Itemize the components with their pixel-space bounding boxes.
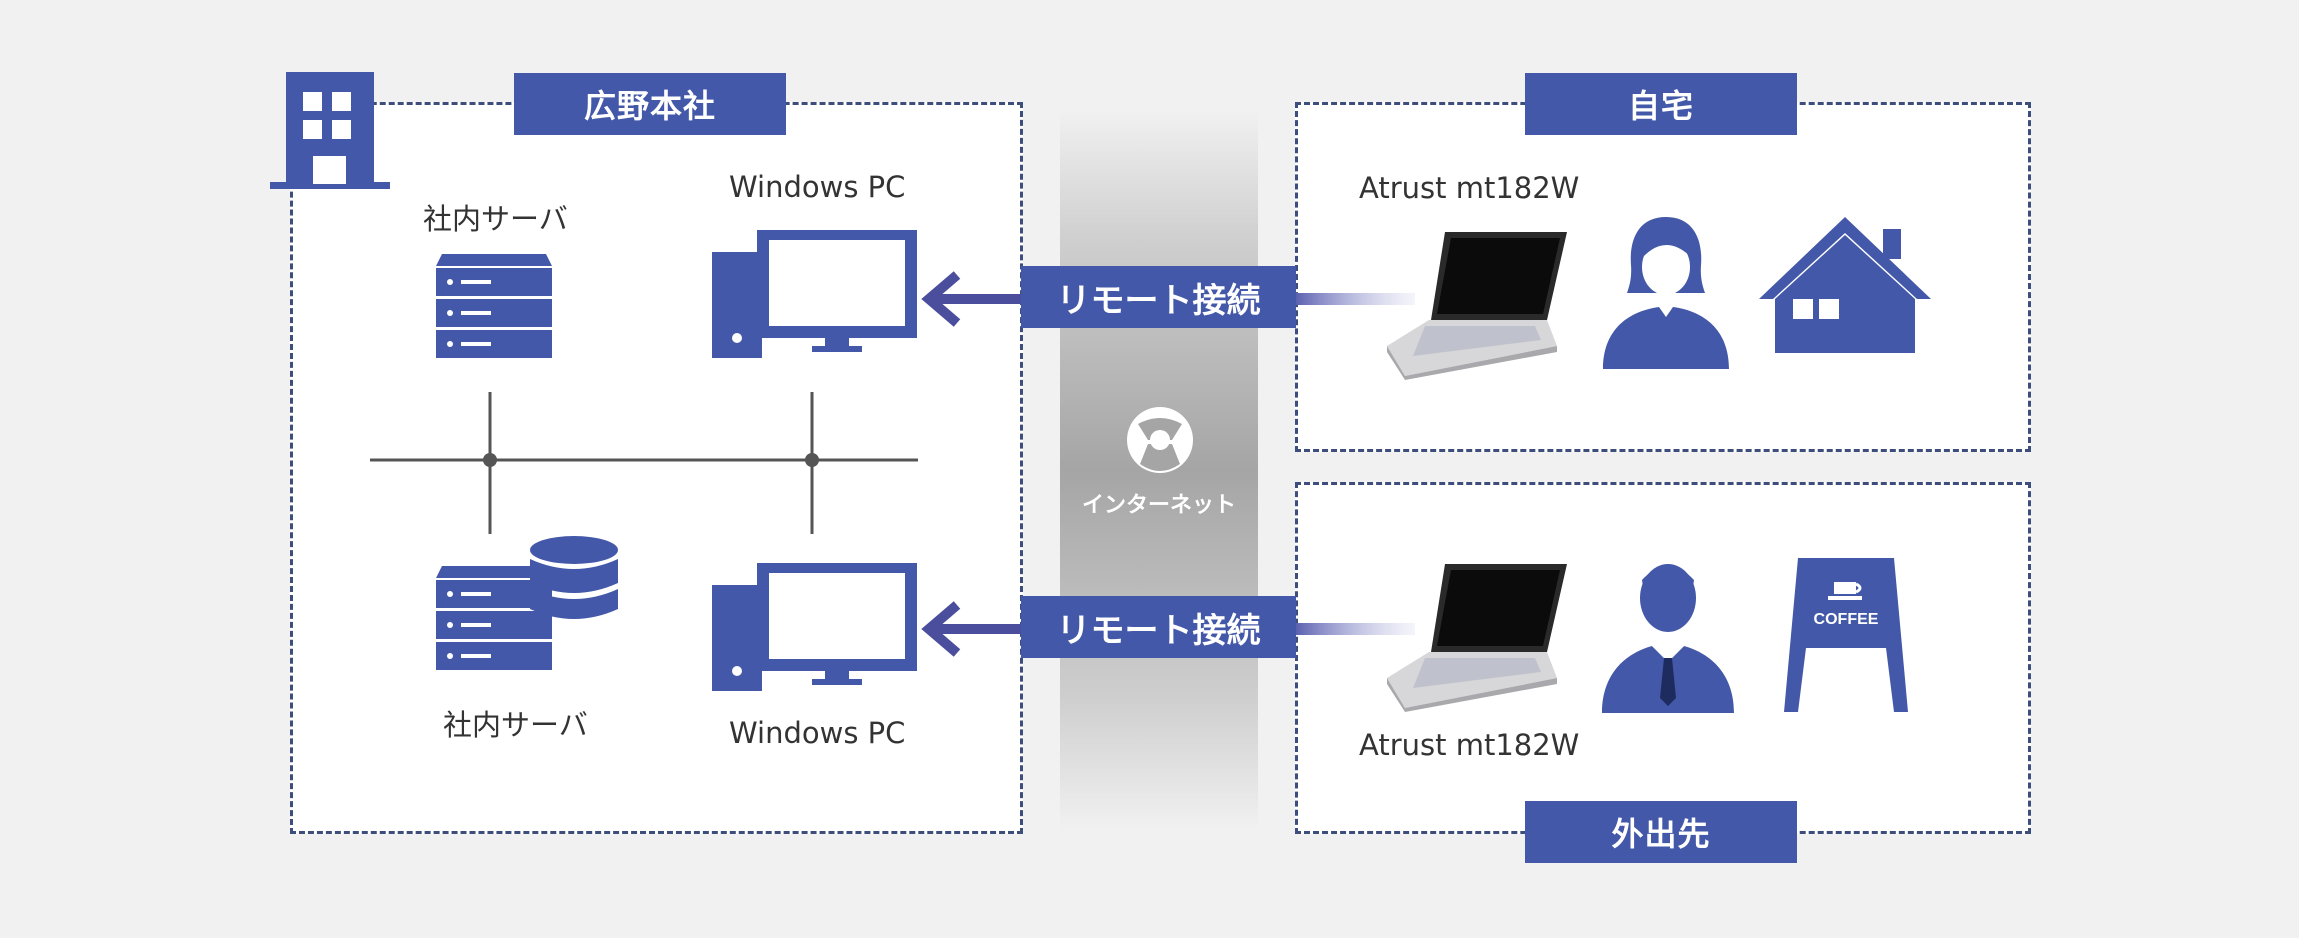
internet-label: インターネット: [1082, 493, 1237, 518]
globe-icon: [1127, 407, 1193, 473]
woman-icon: [1603, 217, 1729, 369]
outside-device-label: Atrust mt182W: [1359, 728, 1580, 762]
hq-title: 広野本社: [514, 73, 786, 135]
hq-panel: [290, 102, 1023, 834]
pc-top-label: Windows PC: [729, 170, 906, 204]
coffee-sign-icon: COFFEE: [1784, 558, 1908, 712]
pc-bottom-label: Windows PC: [729, 716, 906, 750]
server-icon: [436, 254, 552, 358]
desktop-pc-icon-bottom: [712, 563, 917, 691]
server-top-label: 社内サーバ: [423, 202, 568, 236]
desktop-pc-icon: [712, 230, 917, 358]
remote-arrow-top: [921, 271, 1415, 327]
outside-title: 外出先: [1525, 801, 1797, 863]
remote-connection-bottom: リモート接続: [1021, 596, 1296, 658]
house-icon: [1759, 217, 1931, 353]
remote-arrow-bottom: [921, 601, 1415, 657]
server-bottom-label: 社内サーバ: [443, 708, 588, 742]
laptop-icon-outside: [1387, 564, 1567, 712]
laptop-icon: [1387, 232, 1567, 380]
network-lines: [370, 392, 918, 534]
home-device-label: Atrust mt182W: [1359, 171, 1580, 205]
coffee-sign-text: COFFEE: [1814, 611, 1879, 628]
remote-connection-top: リモート接続: [1021, 266, 1296, 328]
home-title: 自宅: [1525, 73, 1797, 135]
businessman-icon: [1602, 564, 1734, 713]
server-icon-bottom: [436, 566, 552, 670]
building-icon: [270, 72, 390, 189]
